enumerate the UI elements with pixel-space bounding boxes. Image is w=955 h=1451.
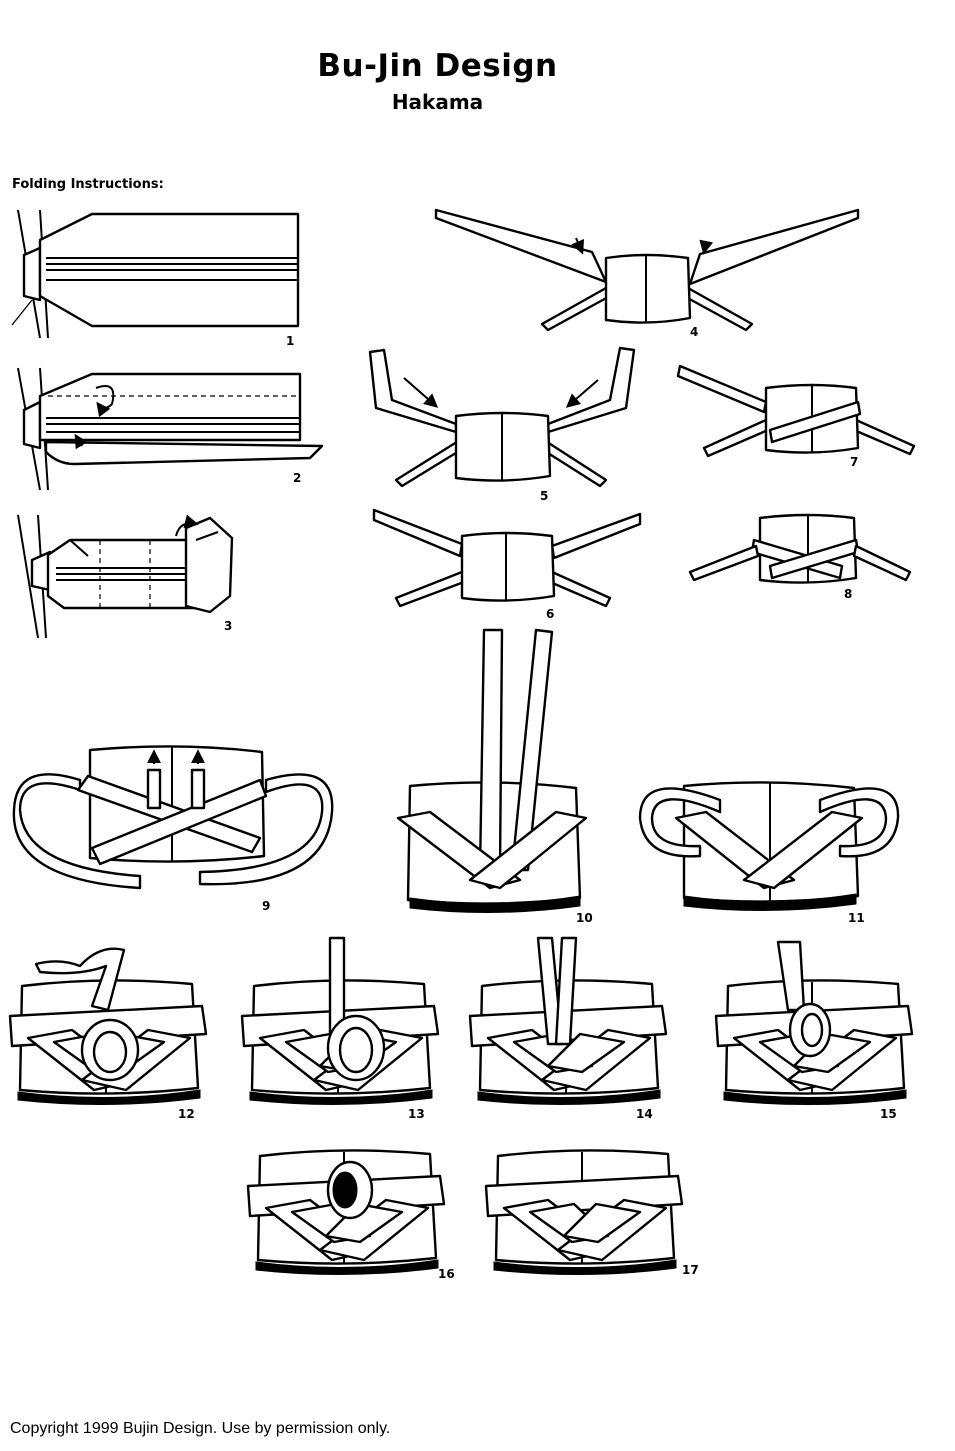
step-8-diagram: 8 bbox=[688, 513, 912, 601]
step-number: 9 bbox=[262, 899, 270, 913]
step-14-diagram: 14 bbox=[468, 936, 668, 1121]
step-number: 6 bbox=[546, 607, 554, 621]
step-9-diagram: 9 bbox=[12, 745, 334, 913]
step-11-diagram: 11 bbox=[638, 781, 900, 925]
page-subtitle: Hakama bbox=[391, 90, 484, 114]
step-13-diagram: 13 bbox=[240, 936, 440, 1121]
page-title: Bu-Jin Design bbox=[317, 48, 558, 84]
step-number: 10 bbox=[576, 911, 593, 925]
step-16-diagram: 16 bbox=[246, 1149, 455, 1281]
step-number: 3 bbox=[224, 619, 232, 633]
step-number: 14 bbox=[636, 1107, 653, 1121]
copyright-footer: Copyright 1999 Bujin Design. Use by perm… bbox=[10, 1420, 391, 1437]
step-5-diagram: 5 bbox=[368, 346, 636, 503]
step-number: 13 bbox=[408, 1107, 425, 1121]
step-number: 11 bbox=[848, 911, 865, 925]
step-number: 7 bbox=[850, 455, 858, 469]
step-6-diagram: 6 bbox=[372, 508, 642, 621]
step-number: 15 bbox=[880, 1107, 897, 1121]
section-label: Folding Instructions: bbox=[12, 177, 164, 192]
step-number: 2 bbox=[293, 471, 301, 485]
step-7-diagram: 7 bbox=[676, 364, 916, 469]
step-number: 17 bbox=[682, 1263, 699, 1277]
step-number: 5 bbox=[540, 489, 548, 503]
step-number: 8 bbox=[844, 587, 852, 601]
step-number: 12 bbox=[178, 1107, 195, 1121]
step-17-diagram: 17 bbox=[484, 1149, 699, 1277]
step-4-diagram: 4 bbox=[434, 208, 860, 339]
step-1-diagram: 1 bbox=[11, 209, 300, 348]
step-number: 16 bbox=[438, 1267, 455, 1281]
step-2-diagram: 2 bbox=[17, 367, 324, 491]
step-number: 1 bbox=[286, 334, 294, 348]
step-3-diagram: 3 bbox=[17, 514, 234, 639]
step-10-diagram: 10 bbox=[396, 628, 593, 925]
step-12-diagram: 12 bbox=[8, 947, 208, 1121]
step-15-diagram: 15 bbox=[714, 940, 914, 1121]
step-number: 4 bbox=[690, 325, 698, 339]
